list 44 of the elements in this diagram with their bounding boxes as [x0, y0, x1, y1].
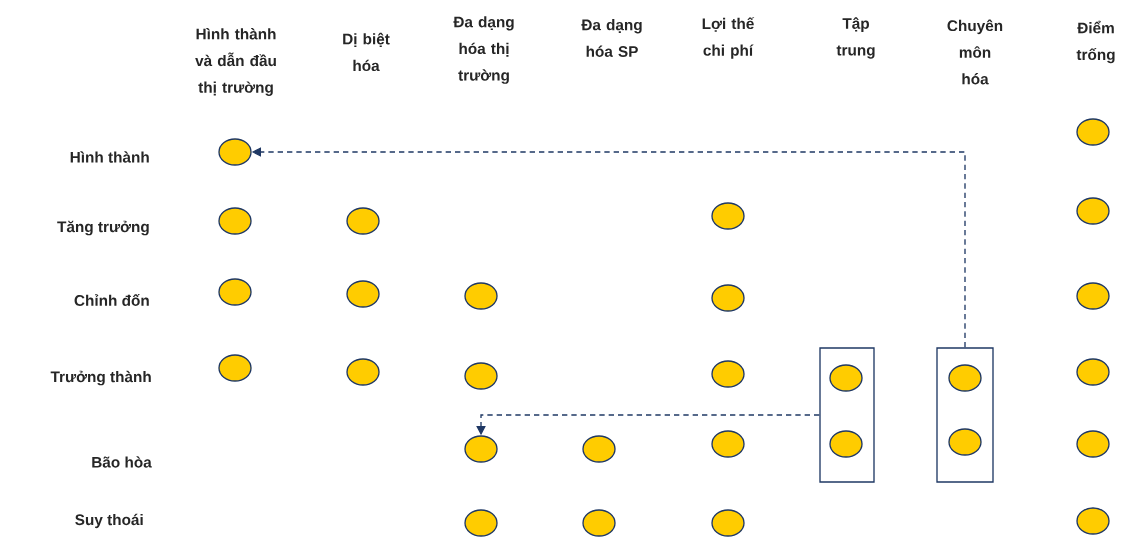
column-header: Điểm trống	[1076, 20, 1115, 64]
circle-marker	[829, 430, 863, 458]
column-header: Lợi thế chi phí	[702, 17, 755, 59]
circle-marker	[218, 138, 252, 166]
circle-marker	[582, 435, 616, 463]
row-header: Suy thoái	[75, 513, 143, 529]
circle-marker	[711, 284, 745, 312]
circle-marker	[948, 428, 982, 456]
group-box	[819, 347, 875, 483]
circle-marker	[1076, 430, 1110, 458]
circle-marker	[1076, 282, 1110, 310]
circle-marker	[218, 278, 252, 306]
circle-marker	[464, 282, 498, 310]
circle-marker	[829, 364, 863, 392]
column-header: Tập trung	[836, 17, 875, 59]
circle-marker	[464, 435, 498, 463]
circle-marker	[218, 207, 252, 235]
column-header: Đa dạng hóa SP	[581, 19, 642, 57]
circle-marker	[464, 362, 498, 390]
group-box	[936, 347, 994, 483]
circle-marker	[1076, 358, 1110, 386]
row-header: Hình thành	[70, 151, 149, 163]
column-header: Hình thành và dẫn đầu thị trường	[195, 28, 276, 96]
column-header: Chuyên môn hóa	[947, 19, 1003, 85]
row-header: Bão hòa	[92, 456, 152, 468]
circle-marker	[1076, 507, 1110, 535]
circle-marker	[218, 354, 252, 382]
circle-marker	[346, 358, 380, 386]
circle-marker	[346, 207, 380, 235]
column-header: Đa dạng hóa thị trường	[453, 16, 514, 84]
circle-marker	[948, 364, 982, 392]
row-header: Tăng trưởng	[57, 220, 149, 236]
circle-marker	[582, 509, 616, 537]
row-header: Chỉnh đốn	[74, 294, 149, 306]
row-header: Trưởng thành	[50, 370, 151, 386]
column-header: Dị biệt hóa	[343, 32, 390, 72]
circle-marker	[1076, 197, 1110, 225]
circle-marker	[711, 360, 745, 388]
circle-marker	[711, 430, 745, 458]
circle-marker	[711, 202, 745, 230]
circle-marker	[464, 509, 498, 537]
circle-marker	[346, 280, 380, 308]
circle-marker	[711, 509, 745, 537]
circle-marker	[1076, 118, 1110, 146]
